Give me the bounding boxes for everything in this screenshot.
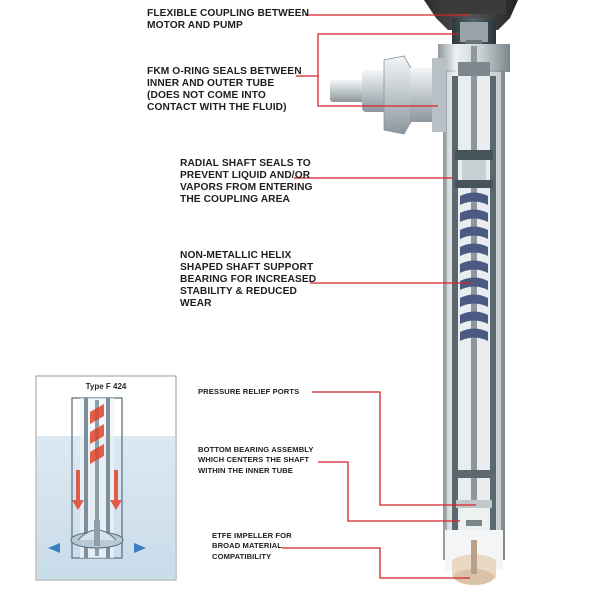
helix-segment	[460, 192, 488, 205]
coupling-seals	[455, 62, 493, 188]
callout-radial: RADIAL SHAFT SEALS TO PREVENT LIQUID AND…	[180, 158, 313, 206]
outlet-fitting	[330, 55, 446, 135]
helix-segment	[460, 209, 488, 222]
leader-relief	[312, 391, 476, 506]
helix-segment	[460, 277, 488, 290]
helix-segment	[460, 226, 488, 239]
inset-pump-tube	[71, 397, 123, 559]
callout-bottom-bearing: BOTTOM BEARING ASSEMBLY WHICH CENTERS TH…	[198, 445, 314, 475]
impeller-chamber	[445, 530, 503, 585]
motor-head	[424, 0, 518, 56]
helix-segment	[460, 243, 488, 256]
helix-segment	[460, 260, 488, 273]
inset-fluid-arrows	[48, 543, 146, 553]
callout-coupling: FLEXIBLE COUPLING BETWEEN MOTOR AND PUMP	[147, 8, 310, 32]
inset-impeller	[70, 520, 124, 549]
inset-title: Type F 424	[85, 382, 127, 391]
helix-segment	[460, 311, 488, 324]
helix-segment	[460, 294, 488, 307]
helix-bearing	[460, 192, 488, 341]
bottom-bearing	[456, 470, 492, 530]
leader-impeller	[282, 547, 470, 579]
drive-shaft	[471, 46, 477, 566]
callout-helix: NON-METALLIC HELIX SHAPED SHAFT SUPPORT …	[180, 250, 317, 310]
leader-oring	[296, 33, 458, 77]
leader-lines	[282, 14, 476, 579]
callout-impeller: ETFE IMPELLER FOR BROAD MATERIAL COMPATI…	[212, 531, 292, 561]
leader-bottom-bearing	[318, 461, 460, 522]
callout-relief: PRESSURE RELIEF PORTS	[198, 387, 300, 396]
leader-oring-2	[317, 76, 438, 107]
callout-oring: FKM O-RING SEALS BETWEEN INNER AND OUTER…	[147, 66, 302, 114]
inset-flow-arrows	[72, 404, 122, 510]
helix-segment	[460, 328, 488, 341]
